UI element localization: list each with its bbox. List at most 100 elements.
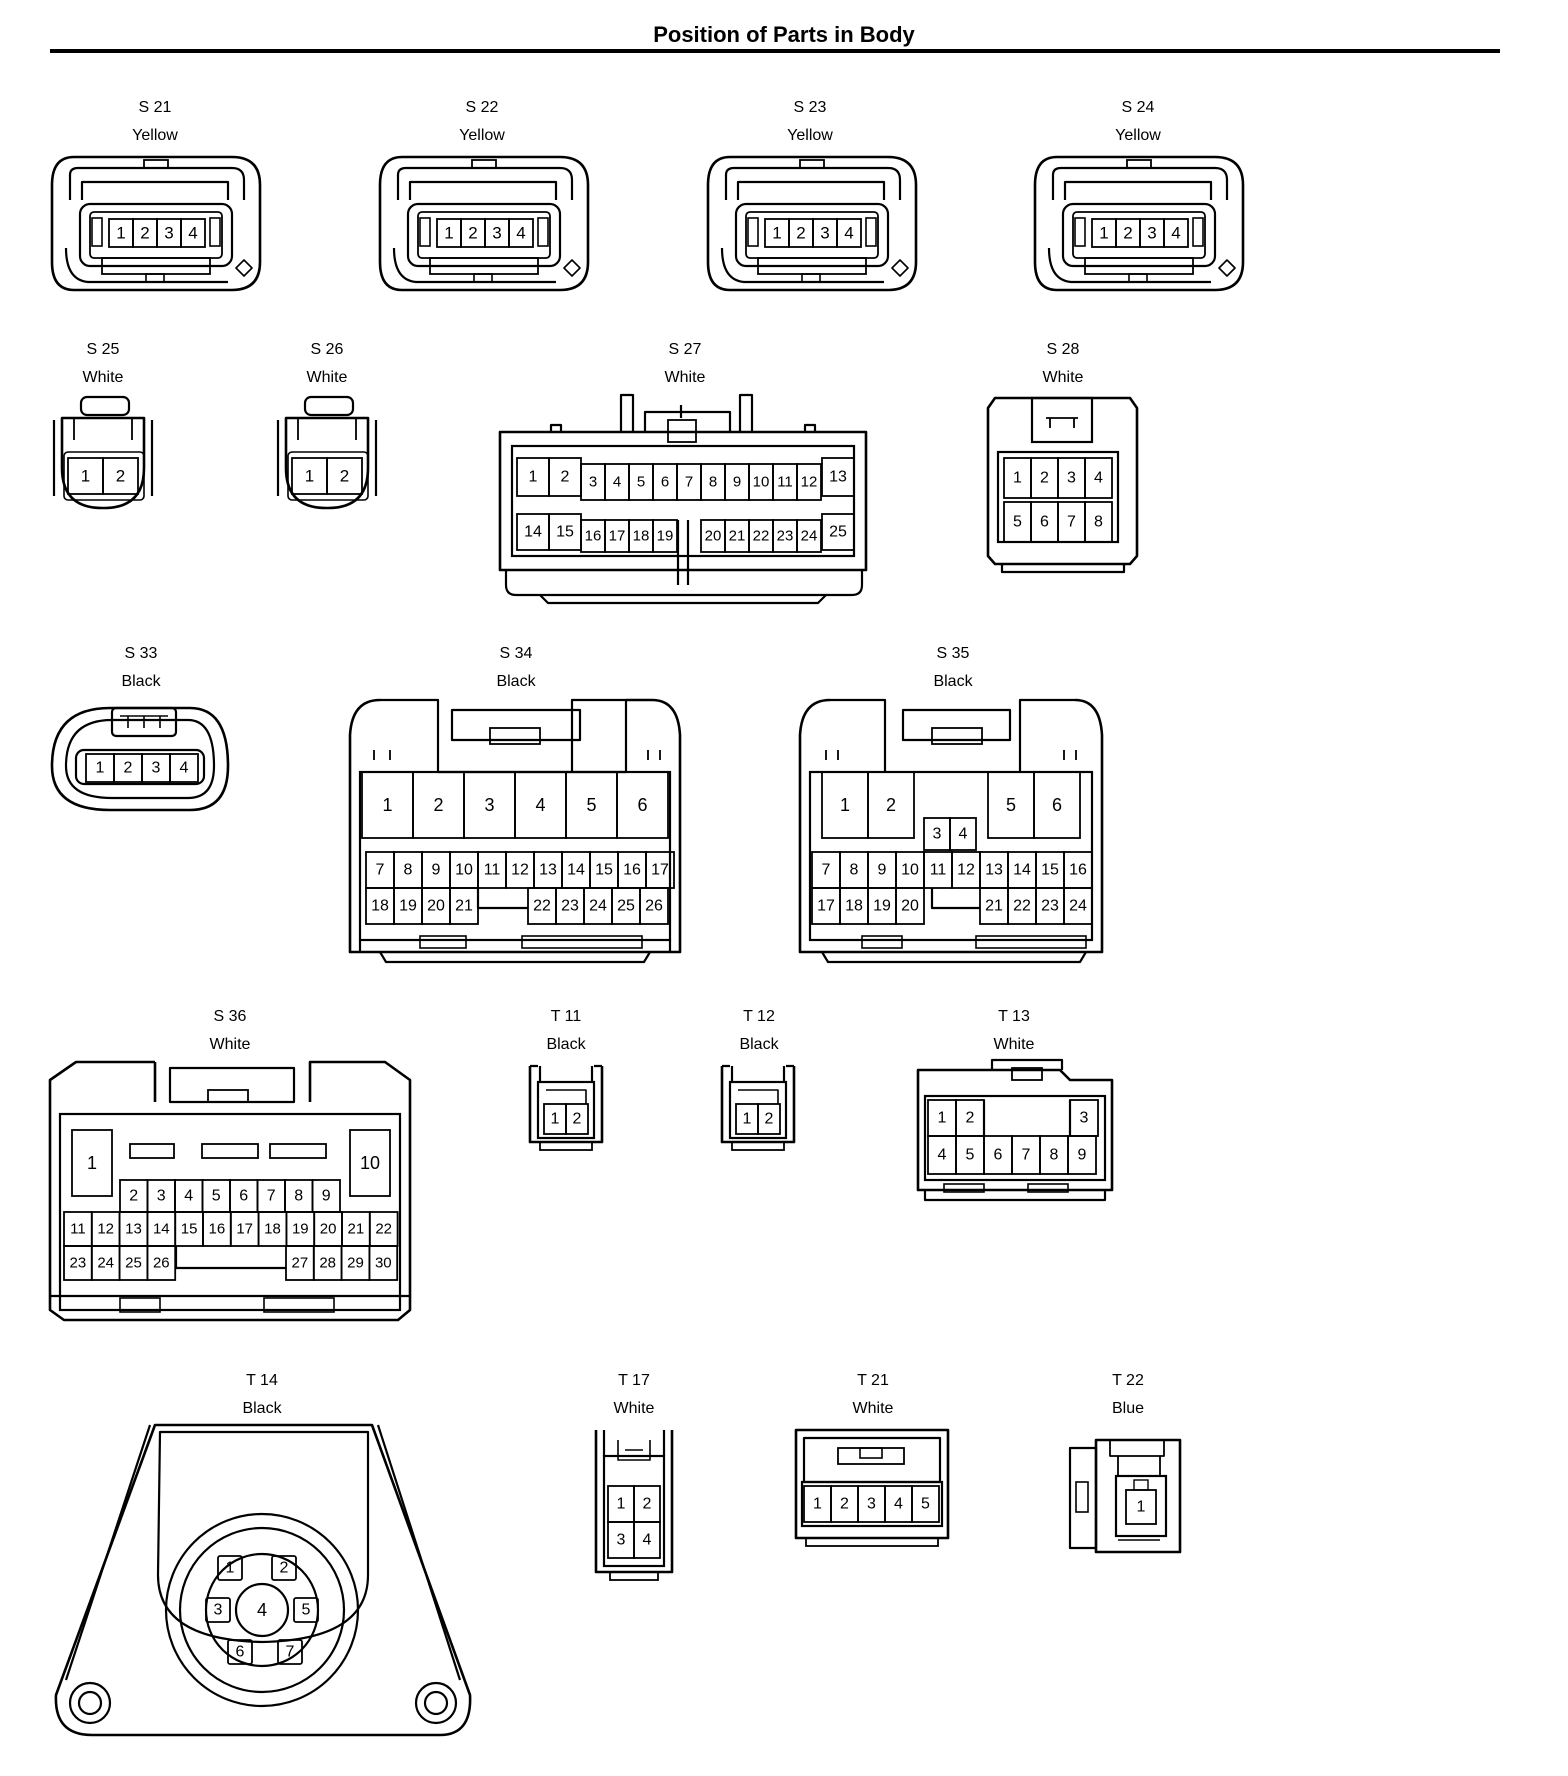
- pin-3: 3: [1139, 218, 1165, 248]
- pin-number: 2: [116, 467, 125, 486]
- connector-id-label: S 33: [125, 645, 158, 662]
- pin-number: 2: [1040, 470, 1049, 487]
- pin-1: 1: [436, 218, 462, 248]
- pin-2: 2: [788, 218, 814, 248]
- pin-number: 17: [651, 862, 669, 879]
- connector-id-label: T 12: [743, 1008, 775, 1025]
- pin-number: 12: [511, 862, 529, 879]
- pin-2: 2: [867, 771, 915, 839]
- pin-number: 4: [959, 826, 968, 843]
- pin-1: 1: [291, 457, 328, 495]
- pin-22: 22: [1007, 887, 1037, 925]
- pin-7: 7: [1057, 501, 1086, 543]
- pin-5: 5: [911, 1485, 940, 1523]
- pin-1: 1: [67, 457, 104, 495]
- pin-number: 5: [921, 1496, 930, 1513]
- pin-number: 26: [153, 1255, 170, 1272]
- pin-number: 13: [829, 469, 847, 486]
- pin-number: 15: [181, 1221, 198, 1238]
- pin-1: 1: [607, 1485, 635, 1523]
- pin-number: 21: [348, 1221, 365, 1238]
- pin-number: 1: [1013, 470, 1022, 487]
- connector-color-label: White: [665, 369, 706, 386]
- pin-number: 17: [236, 1221, 253, 1238]
- pin-1: 1: [927, 1099, 957, 1137]
- pin-number: 7: [376, 862, 385, 879]
- pin-number: 19: [657, 528, 674, 545]
- pin-4: 4: [174, 1179, 204, 1213]
- connector-color-label: Yellow: [1115, 127, 1161, 144]
- pin-number: 6: [236, 1644, 245, 1661]
- pin-10: 10: [349, 1129, 391, 1197]
- pin-1: 1: [71, 1129, 113, 1197]
- pin-15: 15: [548, 513, 582, 551]
- connector-id-label: T 14: [246, 1372, 278, 1389]
- pin-number: 10: [360, 1153, 380, 1173]
- pin-number: 3: [617, 1532, 626, 1549]
- pin-number: 1: [81, 467, 90, 486]
- pin-number: 6: [637, 795, 647, 815]
- pin-3: 3: [607, 1521, 635, 1559]
- pin-1: 1: [735, 1103, 759, 1135]
- pin-number: 23: [70, 1255, 87, 1272]
- pin-18: 18: [628, 519, 654, 553]
- pin-number: 19: [292, 1221, 309, 1238]
- pin-15: 15: [1035, 851, 1065, 889]
- connector-color-label: Yellow: [132, 127, 178, 144]
- pin-number: 14: [567, 862, 585, 879]
- pin-number: 11: [930, 862, 947, 879]
- pin-22: 22: [368, 1211, 399, 1247]
- connector-color-label: Black: [546, 1036, 586, 1053]
- pin-number: 1: [87, 1153, 97, 1173]
- pin-4: 4: [514, 771, 567, 839]
- pin-number: 13: [985, 862, 1003, 879]
- pin-number: 5: [966, 1147, 975, 1164]
- connector-id-label: S 27: [669, 341, 702, 358]
- pin-3: 3: [205, 1597, 231, 1623]
- pin-7: 7: [811, 851, 841, 889]
- pin-19: 19: [652, 519, 678, 553]
- pin-number: 24: [1069, 898, 1087, 915]
- pin-4: 4: [949, 817, 977, 851]
- pin-number: 1: [116, 224, 125, 243]
- pin-number: 2: [561, 469, 570, 486]
- pin-number: 1: [529, 469, 538, 486]
- pin-23: 23: [555, 887, 585, 925]
- pin-number: 2: [468, 224, 477, 243]
- pin-21: 21: [979, 887, 1009, 925]
- pin-6: 6: [1030, 501, 1059, 543]
- connector-id-label: S 36: [214, 1008, 247, 1025]
- pin-number: 20: [320, 1221, 337, 1238]
- pin-14: 14: [146, 1211, 177, 1247]
- pin-number: 25: [617, 898, 635, 915]
- pin-2: 2: [132, 218, 158, 248]
- pin-number: 13: [539, 862, 557, 879]
- pin-19: 19: [393, 887, 423, 925]
- connector-color-label: White: [994, 1036, 1035, 1053]
- pin-6: 6: [227, 1639, 253, 1665]
- pin-number: 6: [994, 1147, 1003, 1164]
- pin-number: 2: [129, 1188, 138, 1205]
- pin-19: 19: [867, 887, 897, 925]
- pin-number: 9: [878, 862, 887, 879]
- pin-12: 12: [90, 1211, 121, 1247]
- pin-2: 2: [757, 1103, 781, 1135]
- pin-number: 12: [957, 862, 975, 879]
- connector-id-label: S 35: [937, 645, 970, 662]
- pin-number: 2: [765, 1111, 774, 1128]
- pin-number: 6: [661, 474, 669, 491]
- pin-number: 1: [743, 1111, 752, 1128]
- pin-number: 4: [1094, 470, 1103, 487]
- pin-number: 4: [184, 1188, 193, 1205]
- pin-number: 2: [340, 467, 349, 486]
- connector-color-label: White: [853, 1400, 894, 1417]
- pin-number: 3: [157, 1188, 166, 1205]
